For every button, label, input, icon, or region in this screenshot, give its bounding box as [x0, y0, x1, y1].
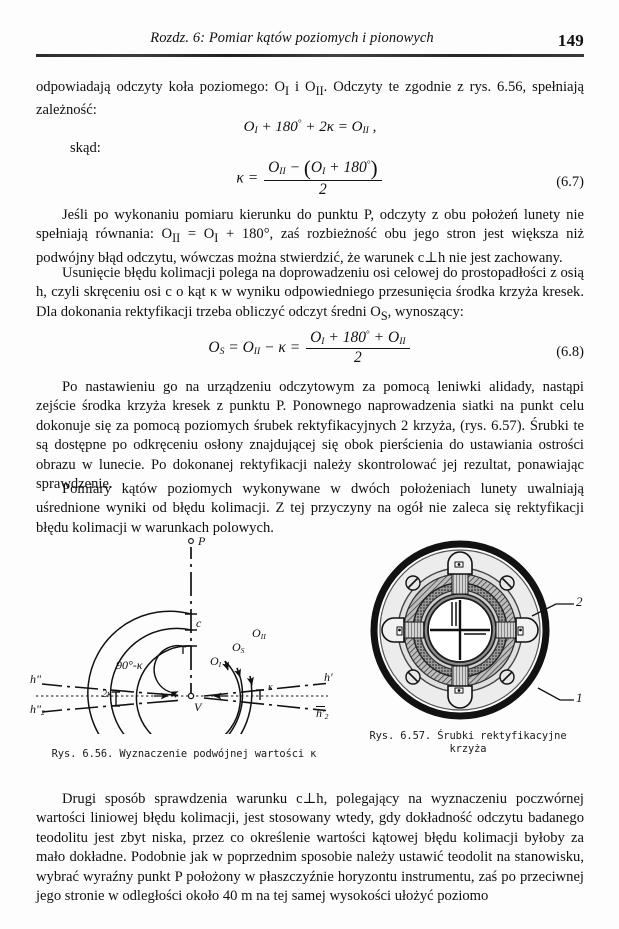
arc-arrowheads [222, 660, 254, 686]
figure-6-57-caption: Rys. 6.57. Śrubki rektyfikacyjne krzyża [352, 730, 584, 756]
label-vertex-v: V [194, 700, 202, 714]
adjusting-screw-east [495, 617, 539, 643]
equation-6-7-number: (6.7) [556, 174, 584, 190]
adjusting-screw-south [447, 665, 473, 709]
angle-2kappa-bracket [112, 691, 120, 707]
point-p-marker [188, 538, 194, 544]
fixing-screw-sw [405, 669, 421, 685]
angle-kappa-bracket-right [256, 689, 264, 700]
reticle-crosshair [430, 600, 490, 660]
header-rule [36, 54, 584, 57]
paragraph-1-text: odpowiadają odczyty koła poziomego: OI i… [36, 79, 585, 119]
equation-6-7-expr: κ = OII − (OI + 180°) 2 [36, 156, 584, 200]
paragraph-5-text: Pomiary kątów poziomych wykonywane w dwó… [36, 481, 584, 536]
paragraph-4: Po nastawieniu go na urządzeniu odczytow… [36, 378, 584, 494]
skad-label: skąd: [70, 140, 101, 156]
figure-6-56: P c V 90°-κ OI OS OII h" h"2 h' h'2 2κ κ [28, 534, 338, 734]
callout-label-1: 1 [576, 690, 583, 705]
label-angle-kappa-right: κ [268, 682, 273, 693]
label-h-prime: h' [324, 670, 333, 684]
label-angle-90-kappa: 90°-κ [116, 658, 143, 672]
line-h-prime-upper [203, 682, 327, 697]
label-arc-o-i: OI [210, 654, 222, 669]
adjusting-screw-west [381, 617, 425, 643]
figure-6-56-caption: Rys. 6.56. Wyznaczenie podwójnej wartośc… [51, 748, 317, 760]
label-arc-o-ii: OII [252, 626, 266, 641]
paragraph-2-text: Jeśli po wykonaniu pomiaru kierunku do p… [36, 207, 584, 266]
equation-6-7: κ = OII − (OI + 180°) 2 (6.7) [36, 156, 584, 200]
label-point-p: P [198, 534, 206, 548]
equation-1-expr: OI + 180° + 2κ = OII , [243, 118, 377, 136]
label-h-prime-2: h'2 [316, 706, 329, 721]
equation-6-8-expr: OS = OII − κ = OI + 180° + OII 2 [36, 329, 584, 367]
label-h-double-prime-2: h"2 [30, 702, 45, 717]
angle-right-tick [182, 645, 191, 654]
paragraph-6: Drugi sposób sprawdzenia warunku c⊥h, po… [36, 790, 584, 906]
arc-o-ii [87, 610, 253, 734]
callout-leader-1 [537, 687, 574, 701]
figure-6-57-caption-line-1: Rys. 6.57. Śrubki rektyfikacyjne [369, 730, 567, 742]
paragraph-2: Jeśli po wykonaniu pomiaru kierunku do p… [36, 206, 584, 268]
figure-6-57: 2 1 [360, 538, 590, 723]
paragraph-1: odpowiadają odczyty koła poziomego: OI i… [36, 78, 584, 121]
label-arc-o-s: OS [232, 640, 245, 655]
equation-6-8: OS = OII − κ = OI + 180° + OII 2 (6.8) [36, 329, 584, 367]
callout-label-2: 2 [576, 594, 583, 609]
paragraph-3-text: Usunięcie błędu kolimacji polega na dopr… [36, 265, 584, 323]
label-axis-c: c [196, 616, 202, 630]
paragraph-6-text: Drugi sposób sprawdzenia warunku c⊥h, po… [36, 791, 584, 905]
figure-6-56-drawing [36, 538, 328, 734]
equation-1: OI + 180° + 2κ = OII , [36, 118, 584, 136]
adjusting-screw-north [447, 551, 473, 595]
label-angle-2kappa: 2κ [102, 689, 112, 700]
label-h-double-prime: h" [30, 672, 42, 686]
angle-90-kappa-arc [153, 644, 187, 699]
figure-6-57-drawing [370, 540, 574, 720]
fixing-screw-ne [499, 575, 515, 591]
fixing-screw-nw [405, 575, 421, 591]
page-number: 149 [557, 31, 584, 50]
vertex-v-marker [187, 692, 195, 700]
running-head: Rozdz. 6: Pomiar kątów poziomych i piono… [36, 30, 584, 56]
callout-leader-2 [531, 603, 574, 617]
arc-o-s [109, 627, 244, 734]
paragraph-3: Usunięcie błędu kolimacji polega na dopr… [36, 264, 584, 326]
paragraph-5: Pomiary kątów poziomych wykonywane w dwó… [36, 480, 584, 538]
page-title: Rozdz. 6: Pomiar kątów poziomych i piono… [150, 30, 434, 46]
fixing-screw-se [499, 669, 515, 685]
line-h-prime-2-lower [203, 697, 327, 712]
arc-o-i [135, 645, 242, 734]
figure-6-57-caption-line-2: krzyża [449, 743, 487, 755]
line-h-double-prime-2-lower [41, 699, 179, 713]
equation-6-8-number: (6.8) [556, 344, 584, 360]
paragraph-4-text: Po nastawieniu go na urządzeniu odczytow… [36, 379, 584, 493]
